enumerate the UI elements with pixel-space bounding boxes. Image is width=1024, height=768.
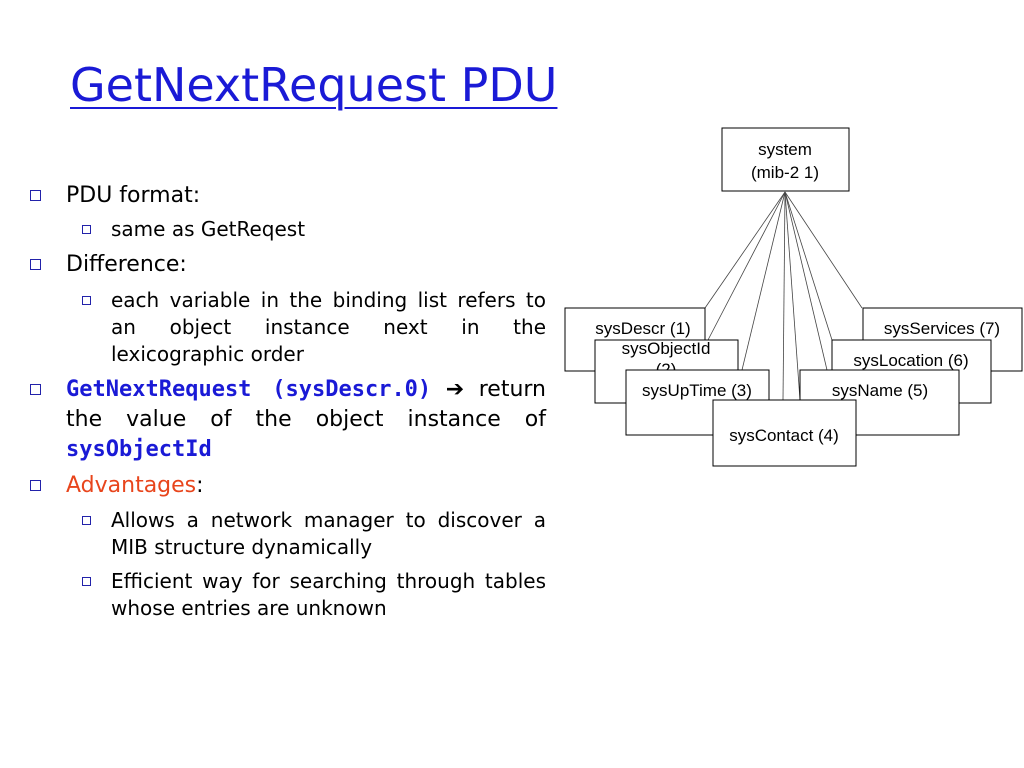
tree-edges (704, 191, 863, 401)
node-sysobjectid-label: sysObjectId (622, 339, 711, 358)
edge-sysuptime (741, 191, 786, 371)
bullet-text: Difference: (66, 252, 187, 277)
node-sysuptime-label: sysUpTime (3) (642, 381, 752, 400)
bullet-list: PDU format: same as GetReqest Difference… (28, 181, 546, 622)
edge-sysname (784, 191, 828, 371)
sub-bullet-text: each variable in the binding list refers… (111, 288, 546, 366)
advantages-label: Advantages (66, 473, 197, 498)
edge-sysservices (784, 191, 863, 309)
bullet-difference: Difference: (28, 250, 546, 279)
node-sysdescr-label: sysDescr (1) (595, 319, 690, 338)
code-getnextrequest: GetNextRequest (sysDescr.0) (66, 377, 432, 402)
sub-bullet-discover-mib: Allows a network manager to discover a M… (28, 507, 546, 561)
sub-bullet-searching-tables: Efficient way for searching through tabl… (28, 568, 546, 622)
edge-sysobjectid (707, 191, 786, 341)
bullet-text: ➔ return the value of the object instanc… (66, 377, 547, 432)
bullet-advantages: Advantages: (28, 471, 546, 500)
node-syscontact: sysContact (4) (712, 399, 857, 467)
advantages-colon: : (196, 473, 204, 498)
edge-syscontact-left (782, 191, 786, 401)
sub-bullet-icon (82, 577, 91, 586)
node-system: system (mib-2 1) (721, 127, 850, 192)
edge-sysdescr (704, 191, 786, 309)
edge-syscontact-right (784, 191, 801, 401)
sub-bullet-same-format: same as GetReqest (28, 216, 546, 243)
bullet-icon (30, 259, 41, 270)
sub-bullet-icon (82, 296, 91, 305)
sub-bullet-text: Allows a network manager to discover a M… (111, 508, 546, 559)
sub-bullet-text: same as GetReqest (111, 217, 306, 241)
bullet-icon (30, 190, 41, 201)
sub-bullet-icon (82, 516, 91, 525)
edge-syslocation (784, 191, 833, 341)
node-system-label: system (758, 140, 812, 159)
bullet-icon (30, 384, 41, 395)
node-sysname-label: sysName (5) (832, 381, 928, 400)
sub-bullet-icon (82, 225, 91, 234)
node-sysservices-label: sysServices (7) (884, 319, 1000, 338)
node-sysuptime: sysUpTime (3) (625, 369, 770, 436)
page-title: GetNextRequest PDU (70, 58, 558, 112)
node-syscontact-label: sysContact (4) (729, 426, 839, 445)
node-syslocation-label: sysLocation (6) (853, 351, 968, 370)
node-system-oid: (mib-2 1) (751, 163, 819, 182)
sub-bullet-lexicographic: each variable in the binding list refers… (28, 287, 546, 368)
bullet-icon (30, 480, 41, 491)
sub-bullet-text: Efficient way for searching through tabl… (111, 569, 546, 620)
bullet-getnext-example: GetNextRequest (sysDescr.0) ➔ return the… (28, 375, 546, 465)
code-sysobjectid: sysObjectId (66, 437, 212, 462)
bullet-pdu-format: PDU format: (28, 181, 546, 210)
bullet-text: PDU format: (66, 183, 201, 208)
